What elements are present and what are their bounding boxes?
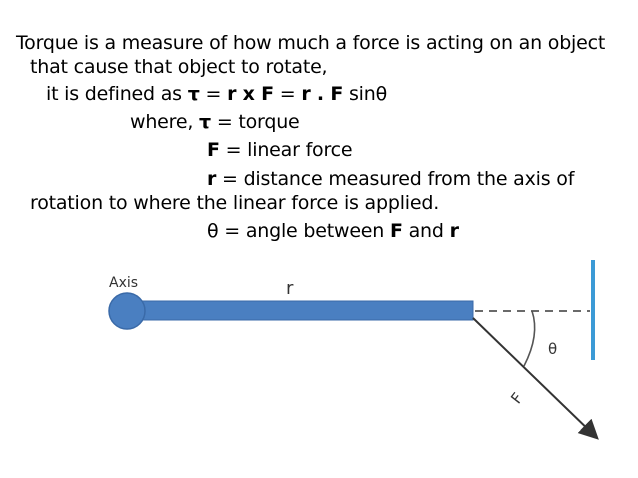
lever-rod [129,300,474,321]
definition-line-2: that cause that object to rotate, [30,56,328,78]
F-label: F [507,389,527,407]
theta-definition-line: θ = angle between F and r [207,220,459,242]
r-label: r [286,278,294,299]
rotation-axis [108,292,146,330]
distance-definition-cont: rotation to where the linear force is ap… [30,192,440,214]
formula-line: it is defined as τ = r x F = r . F sinθ [46,83,388,105]
angle-arc [523,310,536,367]
definition-line-1: Torque is a measure of how much a force … [16,32,606,54]
tau-symbol: τ [187,83,200,105]
force-vector [472,317,599,440]
where-tau-line: where, τ = torque [130,111,300,133]
theta-label: θ [548,340,557,358]
wall [591,260,595,360]
distance-definition-line: r = distance measured from the axis of [207,168,575,190]
force-definition-line: F = linear force [207,139,353,161]
axis-label: Axis [109,275,138,291]
